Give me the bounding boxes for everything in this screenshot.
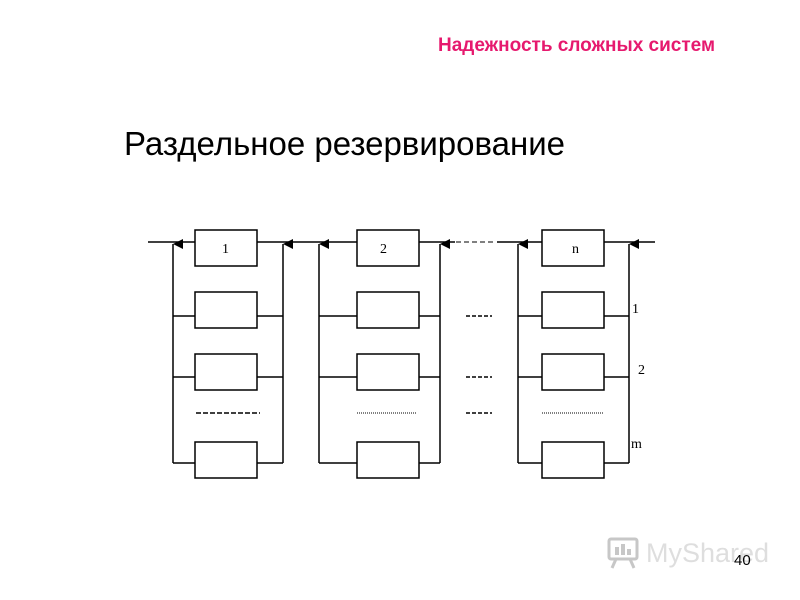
reserve-element-box xyxy=(356,353,420,391)
level-label: m xyxy=(631,437,642,452)
level-label: 1 xyxy=(632,302,639,317)
reserve-element-box xyxy=(194,353,258,391)
watermark-text: MyShared xyxy=(646,537,770,568)
watermark: MyShared xyxy=(606,536,769,570)
group-label: n xyxy=(572,242,579,257)
group-label: 2 xyxy=(380,242,387,257)
reserve-element-box xyxy=(356,291,420,329)
reserve-element-box xyxy=(541,291,605,329)
slide-header: Надежность сложных систем xyxy=(438,35,716,56)
reserve-element-box xyxy=(541,441,605,479)
group-label: 1 xyxy=(222,242,229,257)
main-element-box xyxy=(356,229,420,267)
main-element-box xyxy=(194,229,258,267)
reserve-element-box xyxy=(356,441,420,479)
main-element-box xyxy=(541,229,605,267)
page-number: 40 xyxy=(734,552,751,569)
group-2: 2 xyxy=(318,229,450,479)
reserve-element-box xyxy=(194,441,258,479)
gap-dashes xyxy=(466,315,492,414)
group-1: 1 xyxy=(172,229,293,479)
presentation-board-icon xyxy=(607,537,639,569)
level-label: 2 xyxy=(638,363,645,378)
slide-title: Раздельное резервирование xyxy=(124,125,566,162)
reserve-element-box xyxy=(541,353,605,391)
group-n: n xyxy=(517,229,639,479)
reserve-element-box xyxy=(194,291,258,329)
